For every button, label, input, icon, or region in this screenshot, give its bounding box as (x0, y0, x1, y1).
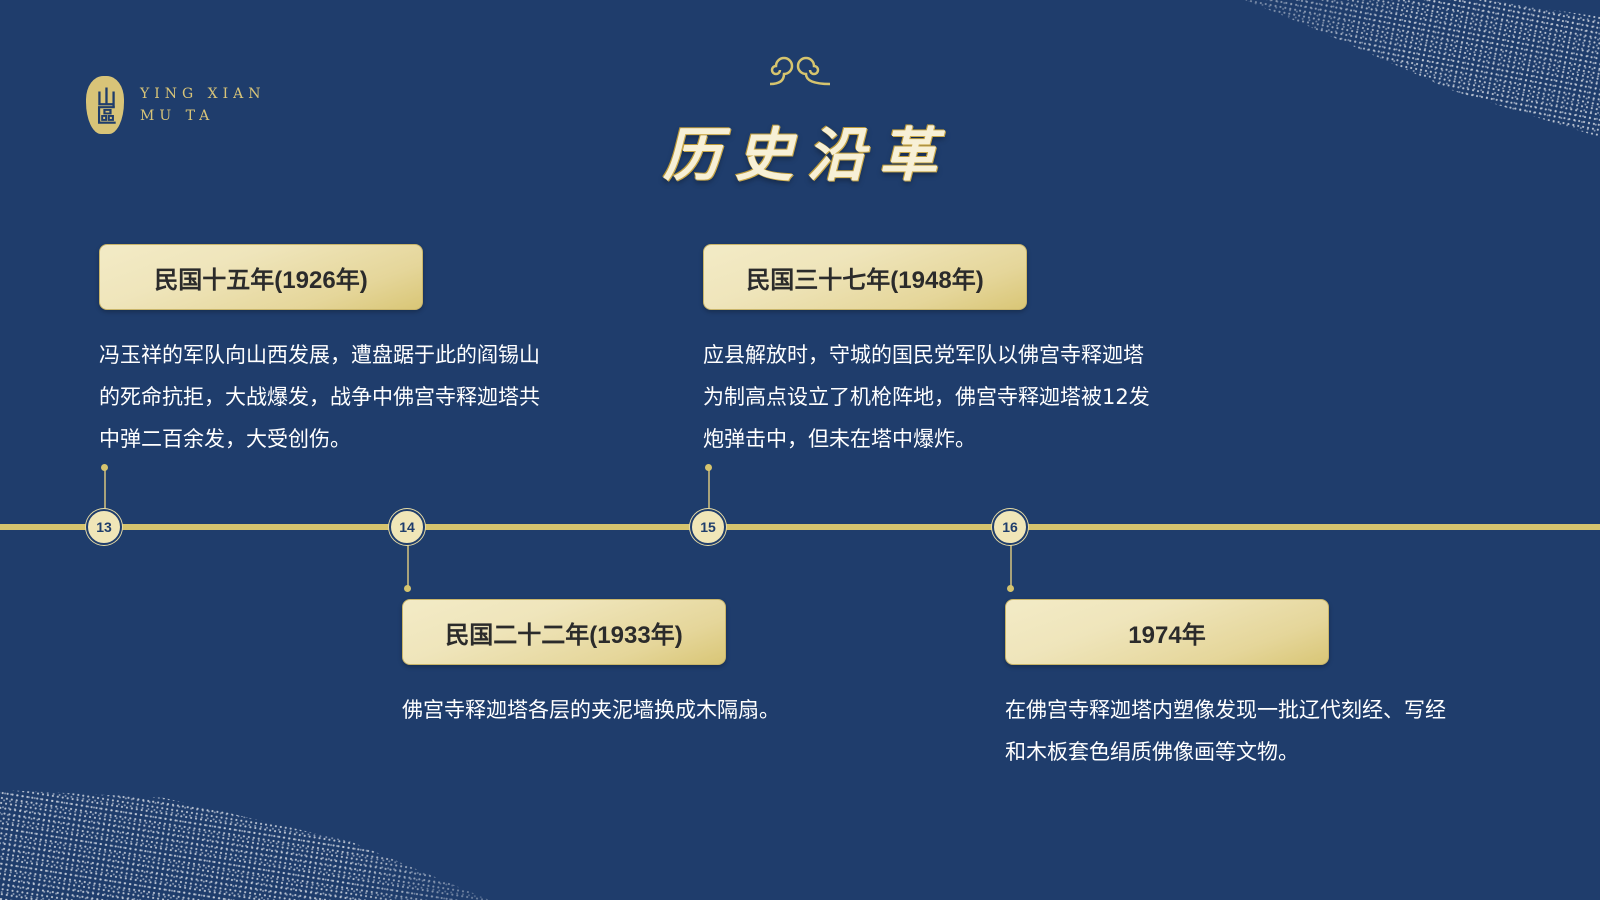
timeline-node-14: 14 (389, 509, 425, 545)
logo: 山區 YING XIAN MU TA (86, 76, 266, 134)
description-line: 炮弹击中，但未在塔中爆炸。 (703, 427, 976, 451)
event-description-1933: 佛宫寺释迦塔各层的夹泥墙换成木隔扇。 (402, 689, 780, 731)
timeline-node-16: 16 (992, 509, 1028, 545)
event-card-1926: 民国十五年(1926年) (99, 244, 423, 310)
event-description-1948: 应县解放时，守城的国民党军队以佛宫寺释迦塔 为制高点设立了机枪阵地，佛宫寺释迦塔… (703, 334, 1150, 460)
connector-stem (104, 468, 106, 510)
logo-text: YING XIAN MU TA (140, 83, 266, 127)
description-line: 的死命抗拒，大战爆发，战争中佛宫寺释迦塔共 (99, 385, 540, 409)
event-card-1933: 民国二十二年(1933年) (402, 599, 726, 665)
description-line: 中弹二百余发，大受创伤。 (99, 427, 351, 451)
connector-stem (1010, 545, 1012, 587)
event-card-1948: 民国三十七年(1948年) (703, 244, 1027, 310)
connector-dot (101, 464, 108, 471)
timeline-node-13: 13 (86, 509, 122, 545)
description-line: 为制高点设立了机枪阵地，佛宫寺释迦塔被12发 (703, 385, 1150, 409)
page-title: 历史沿革 (662, 121, 951, 189)
description-line: 冯玉祥的军队向山西发展，遭盘踞于此的阎锡山 (99, 343, 540, 367)
speckle-texture-bottom-left (0, 761, 607, 900)
connector-dot (705, 464, 712, 471)
event-description-1974: 在佛宫寺释迦塔内塑像发现一批辽代刻经、写经 和木板套色绢质佛像画等文物。 (1005, 689, 1446, 773)
event-description-1926: 冯玉祥的军队向山西发展，遭盘踞于此的阎锡山 的死命抗拒，大战爆发，战争中佛宫寺释… (99, 334, 540, 460)
description-line: 佛宫寺释迦塔各层的夹泥墙换成木隔扇。 (402, 698, 780, 722)
connector-dot (1007, 585, 1014, 592)
scroll-ornament-icon (660, 56, 940, 86)
event-card-1974: 1974年 (1005, 599, 1329, 665)
timeline-line (0, 524, 1600, 530)
connector-stem (407, 545, 409, 587)
logo-line-1: YING XIAN (140, 86, 266, 102)
description-line: 在佛宫寺释迦塔内塑像发现一批辽代刻经、写经 (1005, 698, 1446, 722)
timeline-node-15: 15 (690, 509, 726, 545)
connector-stem (708, 468, 710, 510)
description-line: 和木板套色绢质佛像画等文物。 (1005, 740, 1299, 764)
connector-dot (404, 585, 411, 592)
seal-icon: 山區 (86, 76, 124, 134)
description-line: 应县解放时，守城的国民党军队以佛宫寺释迦塔 (703, 343, 1144, 367)
logo-line-2: MU TA (140, 108, 215, 124)
